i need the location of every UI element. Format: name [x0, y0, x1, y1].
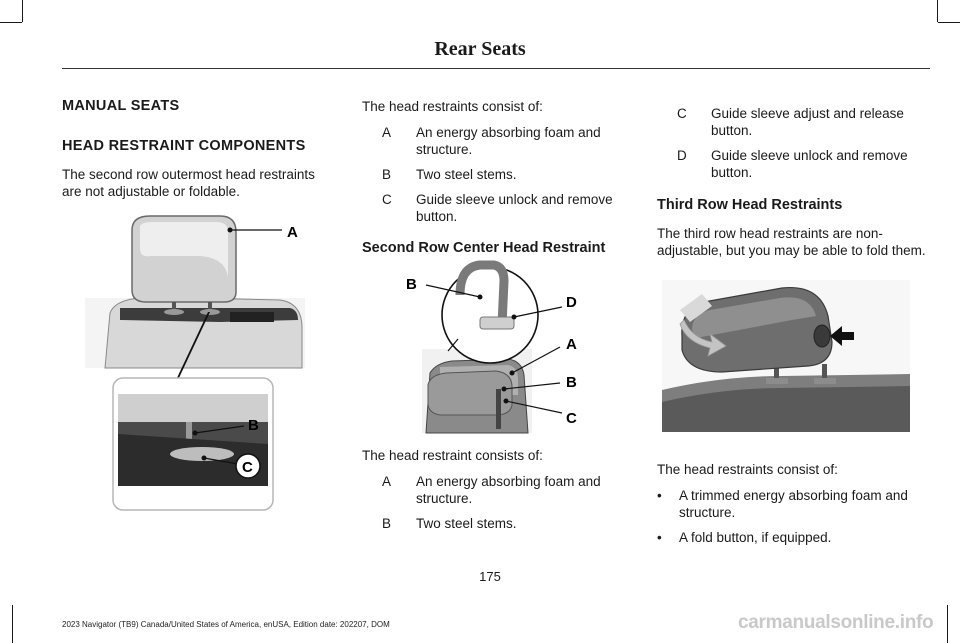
bullet-icon: • — [657, 488, 662, 503]
list-text: A trimmed energy absorbing foam and stru… — [679, 488, 908, 520]
crop-mark — [947, 605, 948, 643]
callout-label: B — [406, 276, 417, 293]
callout-label: B — [248, 417, 259, 434]
section-heading: MANUAL SEATS — [62, 98, 180, 114]
intro-paragraph: The second row outermost head restraints… — [62, 167, 315, 199]
left-column: MANUAL SEATS HEAD RESTRAINT COMPONENTS T… — [62, 98, 337, 200]
list-item: B Two steel stems. — [382, 166, 630, 183]
list-text: Guide sleeve unlock and remove button. — [416, 192, 613, 224]
callout-label: C — [566, 410, 577, 427]
crop-mark — [0, 22, 22, 23]
middle-column-lower: The head restraint consists of: A An ene… — [362, 447, 630, 540]
callout-label: D — [566, 294, 577, 311]
subsection-heading: Second Row Center Head Restraint — [362, 240, 606, 256]
list-key: D — [677, 148, 687, 163]
crop-mark — [938, 22, 960, 23]
list-item: A An energy absorbing foam and structure… — [382, 473, 630, 507]
third-row-head-restraint-illustration — [662, 280, 910, 432]
bullet-list: • A trimmed energy absorbing foam and st… — [657, 487, 929, 546]
subsection-heading: Third Row Head Restraints — [657, 197, 843, 213]
crop-mark — [22, 0, 23, 22]
head-restraint-illustration: A B C — [85, 215, 305, 511]
list-text: Guide sleeve adjust and release button. — [711, 106, 904, 138]
list-text: Two steel stems. — [416, 167, 517, 182]
component-list: A An energy absorbing foam and structure… — [382, 473, 630, 532]
right-column-lower: The head restraints consist of: • A trim… — [657, 461, 929, 554]
right-column: C Guide sleeve adjust and release button… — [657, 105, 929, 259]
list-item: C Guide sleeve unlock and remove button. — [382, 191, 630, 225]
header-rule — [62, 68, 930, 69]
component-list: A An energy absorbing foam and structure… — [382, 124, 630, 225]
list-text: An energy absorbing foam and structure. — [416, 474, 601, 506]
watermark: carmanualsonline.info — [738, 612, 934, 633]
list-intro: The head restraints consist of: — [657, 462, 838, 477]
list-intro: The head restraint consists of: — [362, 448, 543, 463]
page-title: Rear Seats — [434, 38, 526, 60]
list-item: D Guide sleeve unlock and remove button. — [677, 147, 929, 181]
list-item: A An energy absorbing foam and structure… — [382, 124, 630, 158]
callout-label: C — [242, 459, 253, 476]
list-key: A — [382, 125, 392, 140]
page-number: 175 — [479, 569, 501, 584]
list-text: Two steel stems. — [416, 516, 517, 531]
list-text: A fold button, if equipped. — [679, 530, 832, 545]
callout-label: A — [566, 336, 577, 353]
list-text: Guide sleeve unlock and remove button. — [711, 148, 908, 180]
callout-label: A — [287, 224, 298, 241]
center-head-restraint-illustration: B D A B C — [406, 260, 577, 434]
component-list: C Guide sleeve adjust and release button… — [677, 105, 929, 181]
list-key: A — [382, 474, 392, 489]
middle-column: The head restraints consist of: A An ene… — [362, 98, 630, 257]
list-item: • A trimmed energy absorbing foam and st… — [657, 487, 929, 521]
list-item: B Two steel stems. — [382, 515, 630, 532]
list-key: B — [382, 167, 392, 182]
crop-mark — [937, 0, 938, 22]
list-key: B — [382, 516, 392, 531]
footer-text: 2023 Navigator (TB9) Canada/United State… — [62, 620, 390, 629]
intro-paragraph: The third row head restraints are non-ad… — [657, 226, 926, 258]
bullet-icon: • — [657, 530, 662, 545]
list-text: An energy absorbing foam and structure. — [416, 125, 601, 157]
callout-label: B — [566, 374, 577, 391]
list-key: C — [382, 192, 392, 207]
list-intro: The head restraints consist of: — [362, 99, 543, 114]
list-item: • A fold button, if equipped. — [657, 529, 929, 546]
list-item: C Guide sleeve adjust and release button… — [677, 105, 929, 139]
subsection-heading: HEAD RESTRAINT COMPONENTS — [62, 138, 306, 154]
list-key: C — [677, 106, 687, 121]
crop-mark — [12, 605, 13, 643]
